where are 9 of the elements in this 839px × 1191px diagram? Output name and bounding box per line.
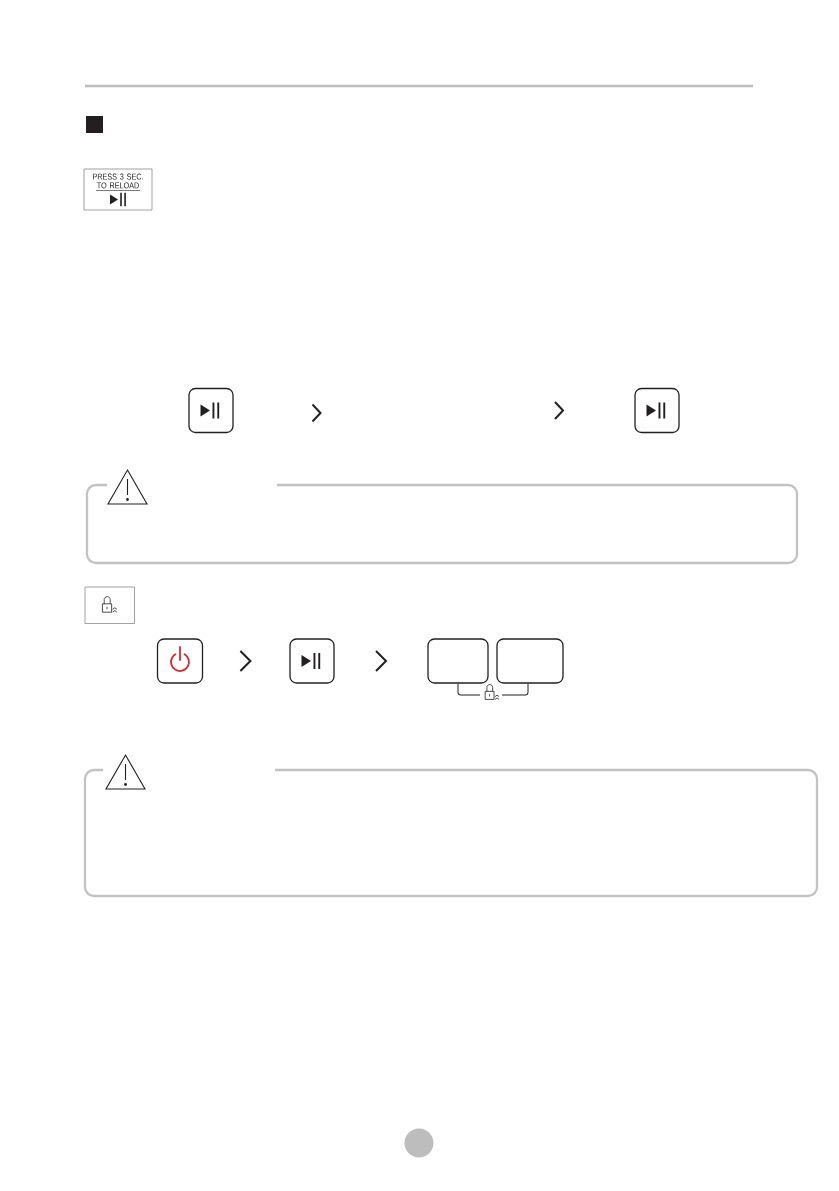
play-pause-button [634, 387, 680, 434]
chevron-arrow [375, 650, 388, 672]
play-pause-button [188, 387, 234, 434]
blank-button [427, 638, 489, 684]
power-button [156, 638, 204, 684]
blank-button [496, 638, 564, 684]
play-pause-button [289, 638, 335, 684]
play-pause-key: PRESS 3 SEC. TO RELOAD [83, 168, 153, 211]
chevron-arrow [239, 650, 252, 672]
